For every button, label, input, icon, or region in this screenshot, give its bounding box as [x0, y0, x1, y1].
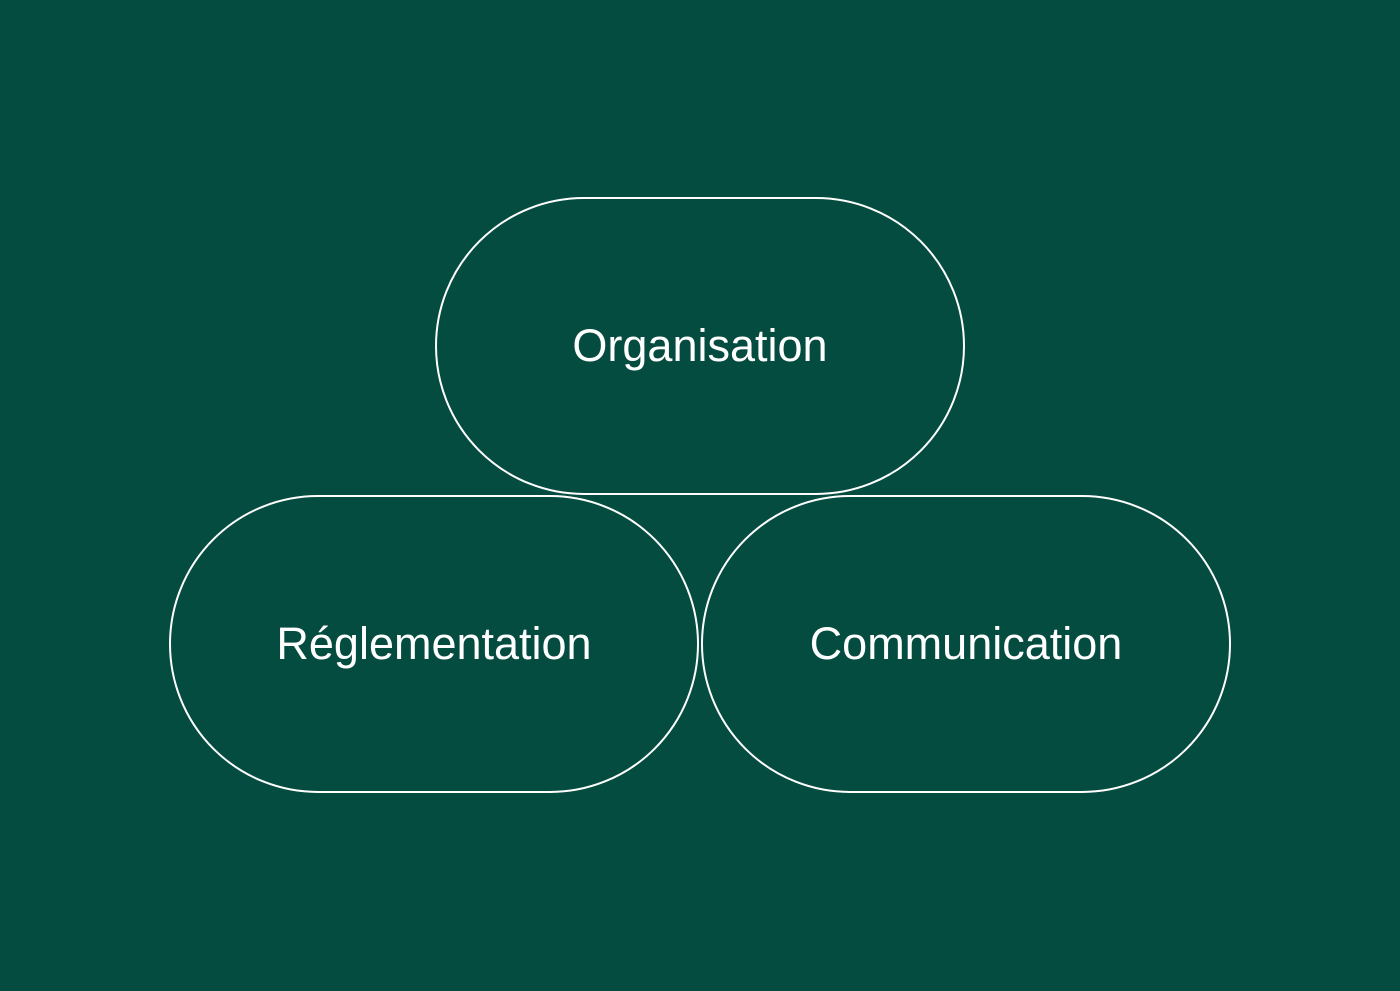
node-label: Réglementation: [276, 618, 592, 669]
node-communication: Communication: [701, 495, 1231, 793]
node-label: Communication: [809, 618, 1123, 669]
node-reglementation: Réglementation: [169, 495, 699, 793]
node-label: Organisation: [572, 320, 828, 371]
node-organisation: Organisation: [435, 197, 965, 495]
